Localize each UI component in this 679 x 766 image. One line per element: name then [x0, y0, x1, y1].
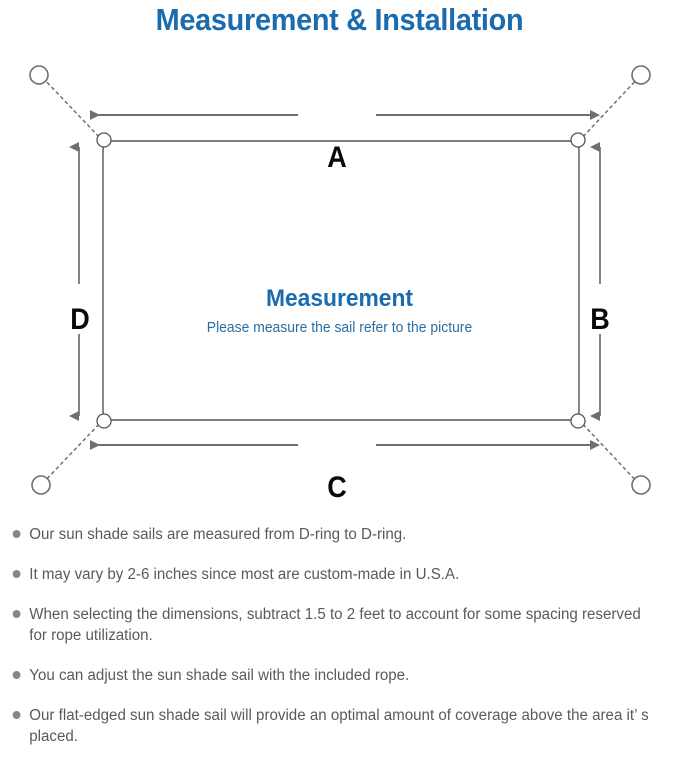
- list-item: Our flat-edged sun shade sail will provi…: [0, 705, 662, 747]
- anchor-point-bottom-left: [31, 475, 51, 495]
- list-item: When selecting the dimensions, subtract …: [0, 604, 662, 646]
- note-text: It may vary by 2-6 inches since most are…: [29, 566, 460, 583]
- notes-list: Our sun shade sails are measured from D-…: [0, 524, 679, 766]
- bullet-icon: [12, 610, 21, 618]
- bullet-icon: [12, 570, 21, 578]
- anchor-point-bottom-right: [631, 475, 651, 495]
- dimension-label-c: C: [327, 471, 347, 504]
- list-item: It may vary by 2-6 inches since most are…: [0, 564, 662, 585]
- dimension-label-b: B: [590, 303, 610, 336]
- measurement-diagram: Measurement Please measure the sail refe…: [0, 44, 679, 514]
- bullet-icon: [12, 671, 21, 679]
- sail-body: [102, 140, 580, 421]
- page-title: Measurement & Installation: [155, 2, 524, 37]
- anchor-point-top-right: [631, 65, 651, 85]
- rope-line-top-right: [578, 75, 641, 142]
- dimension-label-a: A: [327, 141, 347, 174]
- list-item: Our sun shade sails are measured from D-…: [0, 524, 662, 545]
- diagram-svg: [29, 65, 651, 495]
- note-text: When selecting the dimensions, subtract …: [29, 606, 641, 644]
- d-ring-top-left: [96, 132, 112, 148]
- dimension-label-d: D: [70, 303, 90, 336]
- rope-line-top-left: [40, 75, 104, 142]
- d-ring-top-right: [570, 132, 586, 148]
- bullet-icon: [12, 530, 21, 538]
- note-text: Our flat-edged sun shade sail will provi…: [29, 707, 649, 745]
- note-text: You can adjust the sun shade sail with t…: [29, 667, 410, 684]
- rope-line-bottom-left: [40, 419, 104, 486]
- bullet-icon: [12, 711, 21, 719]
- list-item: You can adjust the sun shade sail with t…: [0, 665, 662, 686]
- note-text: Our sun shade sails are measured from D-…: [29, 526, 407, 543]
- d-ring-bottom-right: [570, 413, 586, 429]
- d-ring-bottom-left: [96, 413, 112, 429]
- anchor-point-top-left: [29, 65, 49, 85]
- rope-line-bottom-right: [578, 419, 641, 486]
